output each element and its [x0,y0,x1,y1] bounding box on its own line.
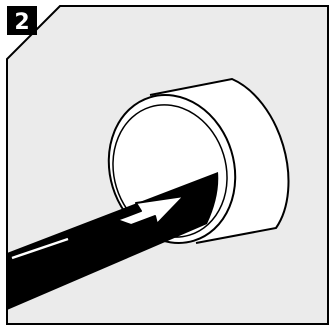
step-number: 2 [14,10,29,35]
strip-highlight [11,237,69,260]
insert-arrow-icon [116,195,185,226]
step-badge [7,6,37,35]
